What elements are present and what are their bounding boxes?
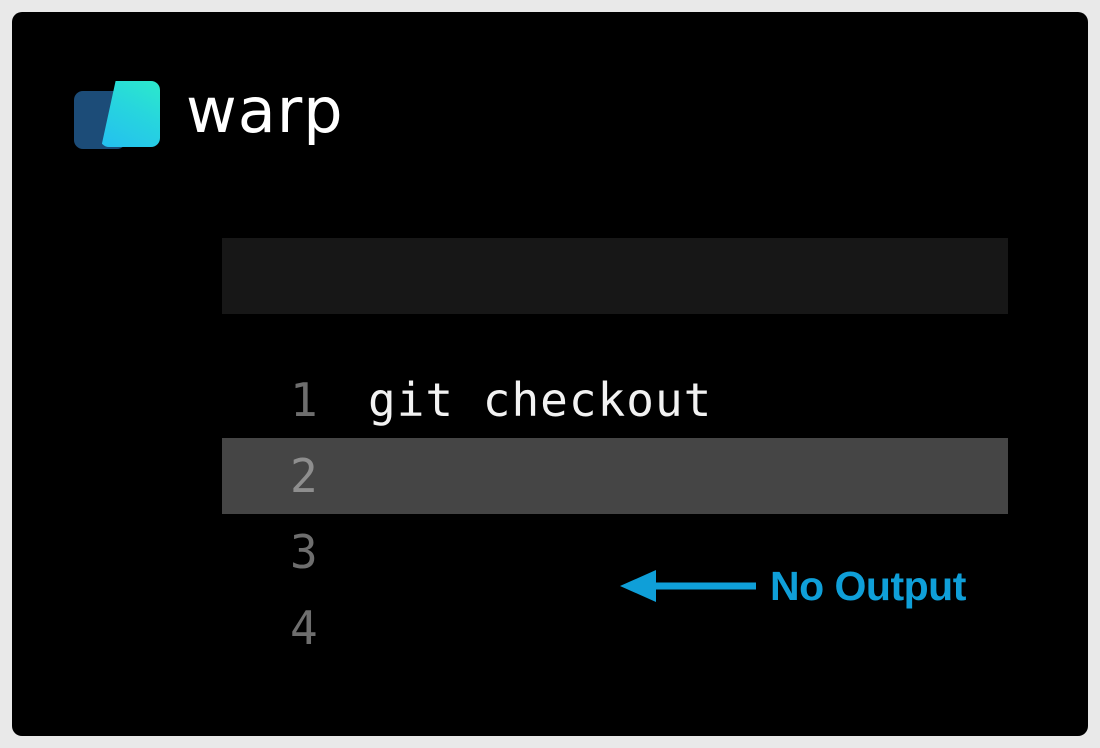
output-rows: 1 git checkout 2 3 4	[222, 362, 1008, 666]
arrow-left-icon	[620, 570, 756, 602]
warp-logo-icon	[72, 75, 164, 155]
brand-header: warp	[72, 70, 344, 160]
terminal-block: 1 git checkout 2 3 4	[222, 238, 1008, 666]
command-text: git checkout	[368, 373, 713, 427]
line-number: 3	[290, 525, 318, 579]
line-number: 2	[290, 449, 318, 503]
line-number: 4	[290, 601, 318, 655]
annotation-label: No Output	[770, 562, 966, 609]
line-number: 1	[290, 373, 318, 427]
command-input-block[interactable]	[222, 238, 1008, 314]
table-row[interactable]: 4	[222, 590, 1008, 666]
table-row[interactable]: 3	[222, 514, 1008, 590]
annotation-no-output: No Output	[620, 558, 966, 614]
table-row[interactable]: 2	[222, 438, 1008, 514]
terminal-panel: warp 1 git checkout 2 3 4	[12, 12, 1088, 736]
table-row[interactable]: 1 git checkout	[222, 362, 1008, 438]
warp-wordmark: warp	[186, 74, 344, 147]
